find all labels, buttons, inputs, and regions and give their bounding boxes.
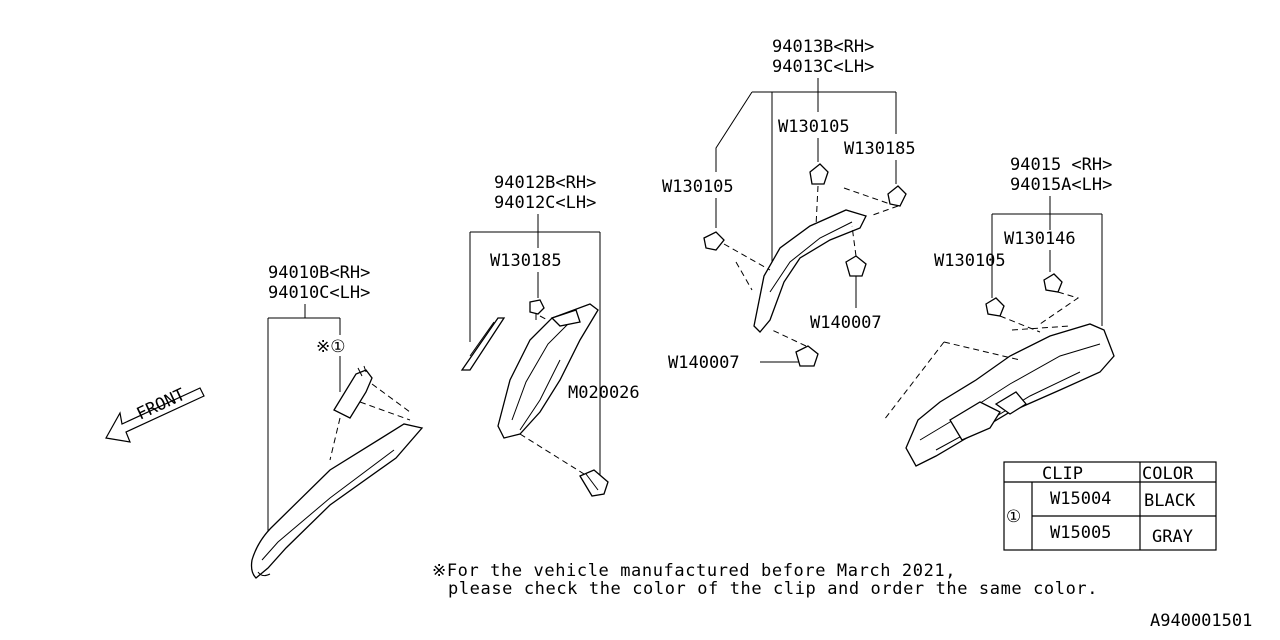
clip-w130105-left-icon	[703, 231, 725, 251]
part-94012-rh: 94012B<RH>	[494, 173, 596, 193]
pillar-trim-94012	[497, 303, 599, 439]
clip-part	[333, 369, 373, 419]
pillar-trim-94010	[250, 423, 424, 579]
leader-94013	[715, 78, 897, 268]
table-clip-1: W15004	[1050, 489, 1111, 509]
clip-w140007-mid-icon	[845, 255, 867, 277]
fastener-m020026: M020026	[568, 383, 640, 403]
clip-w130146-icon	[1043, 273, 1063, 293]
leader-94012	[469, 214, 601, 476]
table-ref-mark: ①	[1006, 507, 1021, 527]
part-94010-lh: 94010C<LH>	[268, 283, 370, 303]
screw-m020026-icon	[579, 469, 609, 497]
part-94013-lh: 94013C<LH>	[772, 57, 874, 77]
part-94015-rh: 94015 <RH>	[1010, 155, 1112, 175]
fastener-w130146: W130146	[1004, 229, 1076, 249]
fastener-w140007-a: W140007	[810, 313, 882, 333]
table-header-clip: CLIP	[1042, 464, 1083, 484]
clip-w130185-right-icon	[887, 185, 907, 207]
callout-clip-mark: ※①	[316, 337, 345, 357]
fastener-w130105-b: W130105	[778, 117, 850, 137]
part-94013-rh: 94013B<RH>	[772, 37, 874, 57]
leader-94015	[991, 196, 1103, 326]
front-arrow-icon	[105, 387, 205, 443]
fastener-w130185-b: W130185	[844, 139, 916, 159]
fastener-w140007-b: W140007	[668, 353, 740, 373]
leader-94010	[267, 304, 341, 535]
table-clip-2: W15005	[1050, 523, 1111, 543]
part-94015-lh: 94015A<LH>	[1010, 175, 1112, 195]
diagram-id: A940001501	[1150, 611, 1252, 631]
clip-w130185-icon	[529, 299, 545, 320]
table-color-2: GRAY	[1152, 527, 1193, 547]
clip-w130105-rear-icon	[985, 297, 1005, 317]
clip-w140007-low-icon	[795, 345, 819, 367]
note-line-1: ※For the vehicle manufactured before Mar…	[432, 561, 956, 581]
note-line-2: please check the color of the clip and o…	[448, 579, 1098, 599]
table-color-1: BLACK	[1144, 491, 1196, 511]
part-94010-rh: 94010B<RH>	[268, 263, 370, 283]
fastener-w130105-a: W130105	[662, 177, 734, 197]
clip-w130105-top-icon	[809, 163, 829, 185]
front-label: FRONT	[134, 385, 189, 425]
part-94012-lh: 94012C<LH>	[494, 193, 596, 213]
fastener-w130185-a: W130185	[490, 251, 562, 271]
trim-strip	[460, 317, 506, 371]
table-header-color: COLOR	[1142, 464, 1194, 484]
pillar-trim-94013	[753, 209, 867, 333]
fastener-w130105-c: W130105	[934, 251, 1006, 271]
clip-color-table	[1003, 461, 1217, 551]
